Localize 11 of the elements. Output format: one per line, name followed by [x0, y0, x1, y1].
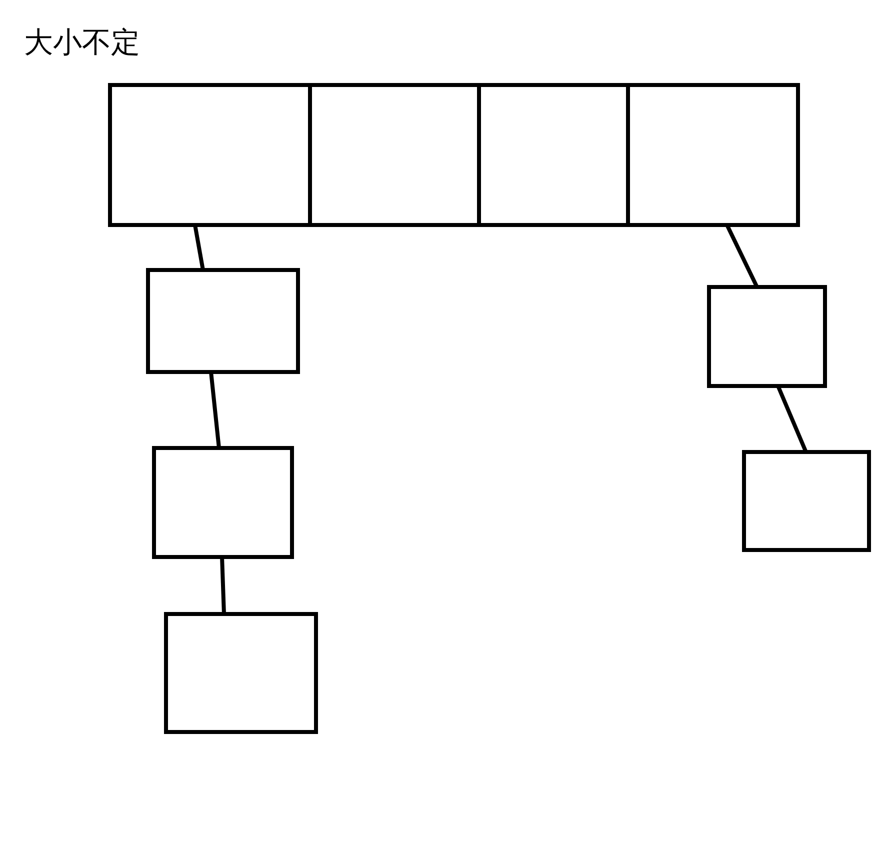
list-box [152, 446, 294, 559]
list-box [146, 268, 300, 374]
connector-line [725, 224, 759, 288]
list-box [164, 612, 318, 734]
title: 大小不定 [24, 24, 140, 60]
list-box [707, 285, 827, 388]
list-box [742, 450, 871, 552]
connector-line [193, 224, 205, 270]
connector-line [209, 372, 221, 448]
connector-line [220, 556, 226, 614]
connector-line [776, 385, 808, 453]
